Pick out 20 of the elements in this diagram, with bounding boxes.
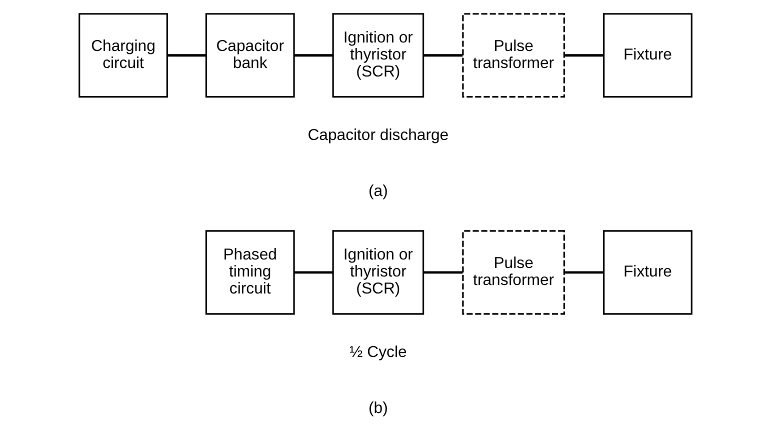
node-box: Capacitor bank	[205, 12, 295, 98]
label: ½ Cycle	[350, 344, 407, 361]
node-box: Ignition or thyristor (SCR)	[332, 230, 424, 314]
connector	[294, 270, 333, 274]
connector	[564, 270, 604, 274]
connector	[424, 270, 463, 274]
connector	[424, 54, 463, 56]
node-box: Pulse transformer	[462, 12, 565, 98]
node-box: Charging circuit	[78, 12, 168, 98]
node-box: Phased timing circuit	[205, 230, 295, 314]
node-box: Fixture	[603, 12, 692, 98]
label: (a)	[368, 182, 388, 200]
label: Capacitor discharge	[308, 126, 449, 144]
connector	[167, 54, 206, 56]
label: (b)	[368, 400, 388, 417]
node-box: Fixture	[603, 230, 692, 314]
connector	[564, 54, 604, 56]
connector	[294, 54, 333, 56]
node-box: Pulse transformer	[462, 230, 565, 314]
node-box: Ignition or thyristor (SCR)	[332, 12, 424, 98]
